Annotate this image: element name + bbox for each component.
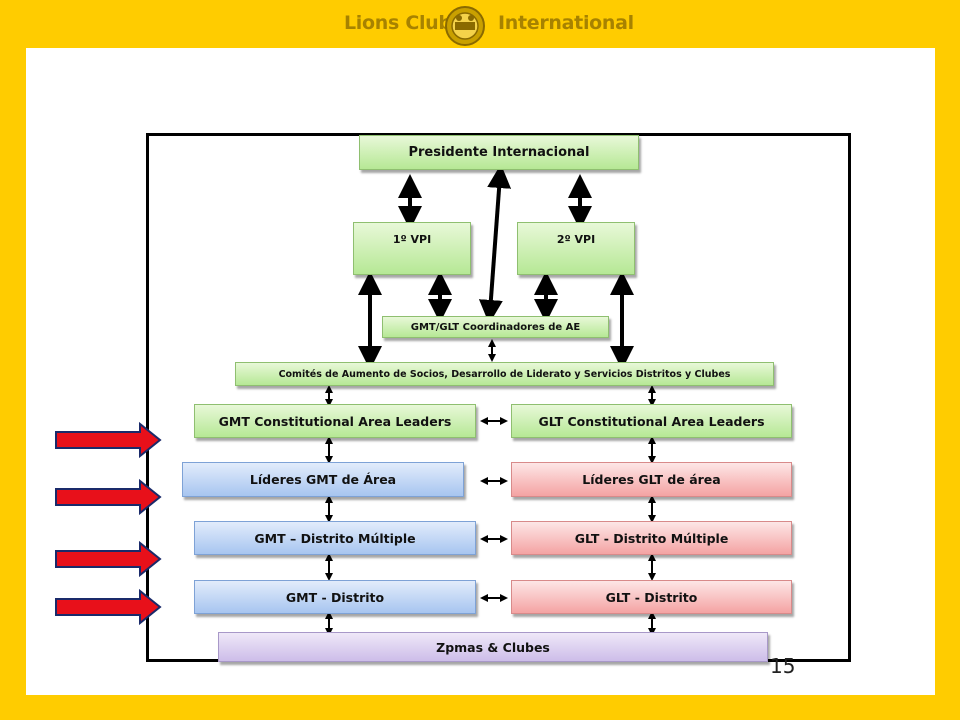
box-gmt-constitutional-area-leaders: GMT Constitutional Area Leaders bbox=[194, 404, 476, 438]
page-number: 15 bbox=[770, 654, 796, 678]
box-glt-constitutional-area-leaders: GLT Constitutional Area Leaders bbox=[511, 404, 792, 438]
box-gmt-distrito: GMT - Distrito bbox=[194, 580, 476, 614]
lions-logo-icon bbox=[445, 6, 485, 46]
box-1-vpi: 1º VPI bbox=[353, 222, 471, 275]
header-international: International bbox=[498, 12, 634, 34]
box-presidente-internacional: Presidente Internacional bbox=[359, 135, 639, 170]
box-2-vpi: 2º VPI bbox=[517, 222, 635, 275]
box-glt-distrito-multiple: GLT - Distrito Múltiple bbox=[511, 521, 792, 555]
header: Lions Clubs International bbox=[0, 0, 960, 48]
header-lions-clubs: Lions Clubs bbox=[344, 12, 463, 34]
box-lideres-gmt-area: Líderes GMT de Área bbox=[182, 462, 464, 497]
box-gmt-distrito-multiple: GMT – Distrito Múltiple bbox=[194, 521, 476, 555]
box-zonas-clubes: Zpmas & Clubes bbox=[218, 632, 768, 662]
box-glt-distrito: GLT - Distrito bbox=[511, 580, 792, 614]
box-gmt-glt-coordinadores: GMT/GLT Coordinadores de AE bbox=[382, 316, 609, 338]
box-comites: Comités de Aumento de Socios, Desarrollo… bbox=[235, 362, 774, 386]
box-lideres-glt-area: Líderes GLT de área bbox=[511, 462, 792, 497]
